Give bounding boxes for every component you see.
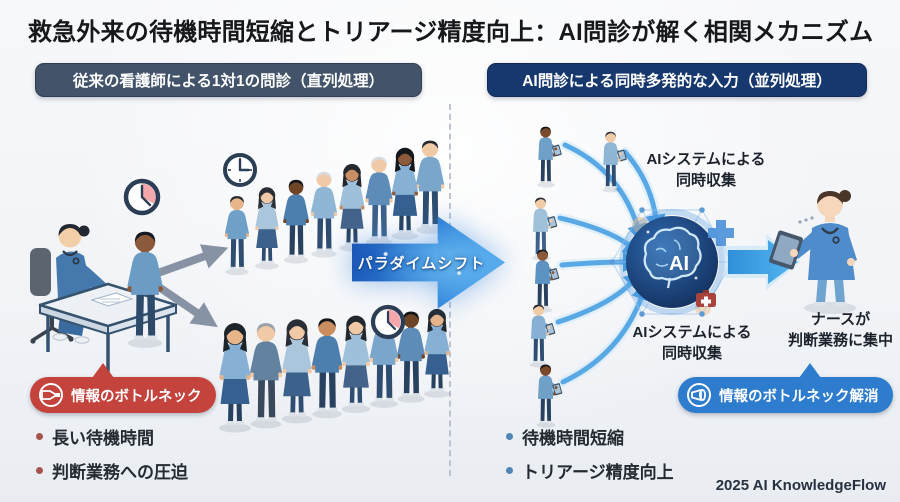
list-item: トリアージ精度向上: [506, 458, 674, 483]
credit-text: 2025 AI KnowledgeFlow: [715, 477, 886, 494]
right-outcome-list: 待機時間短縮 トリアージ精度向上: [506, 424, 674, 483]
bullet-dot: [36, 433, 43, 440]
clock-icon: [223, 153, 257, 187]
nurse-focus-label: ナースが 判断業務に集中: [787, 311, 893, 349]
list-item: 待機時間短縮: [506, 424, 674, 449]
bullet-dot: [506, 433, 513, 440]
first-aid-kit-icon: [696, 290, 716, 307]
parallel-ai-intake-illustration: AI: [529, 126, 857, 428]
bullet-dot: [506, 467, 513, 474]
bottleneck-resolved-badge-label: 情報のボトルネック解消: [719, 388, 879, 405]
elapsed-time-clock-icon: [123, 178, 161, 216]
left-outcome-list: 長い待機時間 判断業務への圧迫: [36, 424, 188, 483]
paradigm-shift-arrow: パラダイムシフト: [352, 210, 505, 315]
bullet-dot: [36, 467, 43, 474]
patient-figure: [127, 231, 164, 348]
list-item: 長い待機時間: [36, 424, 188, 449]
bottleneck-resolved-icon: [687, 383, 711, 407]
bottleneck-badge-label: 情報のボトルネック: [71, 388, 202, 405]
serial-triage-illustration: [30, 140, 450, 433]
nurse-with-tablet: [769, 190, 857, 314]
page-title: 救急外来の待機時間短縮とトリアージ精度向上：AI問診が解く相関メカニズム: [28, 19, 874, 46]
bottleneck-badge: 情報のボトルネック: [30, 363, 216, 413]
right-panel-header: AI問診による同時多発的な入力（並列処理）: [487, 63, 867, 97]
serial-flow-arrows: [153, 244, 229, 328]
paradigm-shift-label: パラダイムシフト: [357, 255, 486, 272]
bottleneck-icon: [39, 383, 63, 407]
left-panel-header: 従来の看護師による1対1の問診（直列処理）: [35, 63, 422, 97]
list-item: 判断業務への圧迫: [36, 458, 188, 483]
ai-collect-label-bottom: AIシステムによる 同時収集: [632, 324, 752, 362]
bottleneck-resolved-badge: 情報のボトルネック解消: [678, 363, 893, 413]
svg-text:AI: AI: [669, 253, 689, 275]
elapsed-time-clock-icon: [370, 304, 406, 340]
ai-brain-icon: AI: [609, 207, 735, 317]
medical-cross-icon: [708, 220, 734, 246]
waiting-queue-bottom: [219, 308, 450, 433]
ai-collect-label-top: AIシステムによる 同時収集: [646, 151, 766, 189]
